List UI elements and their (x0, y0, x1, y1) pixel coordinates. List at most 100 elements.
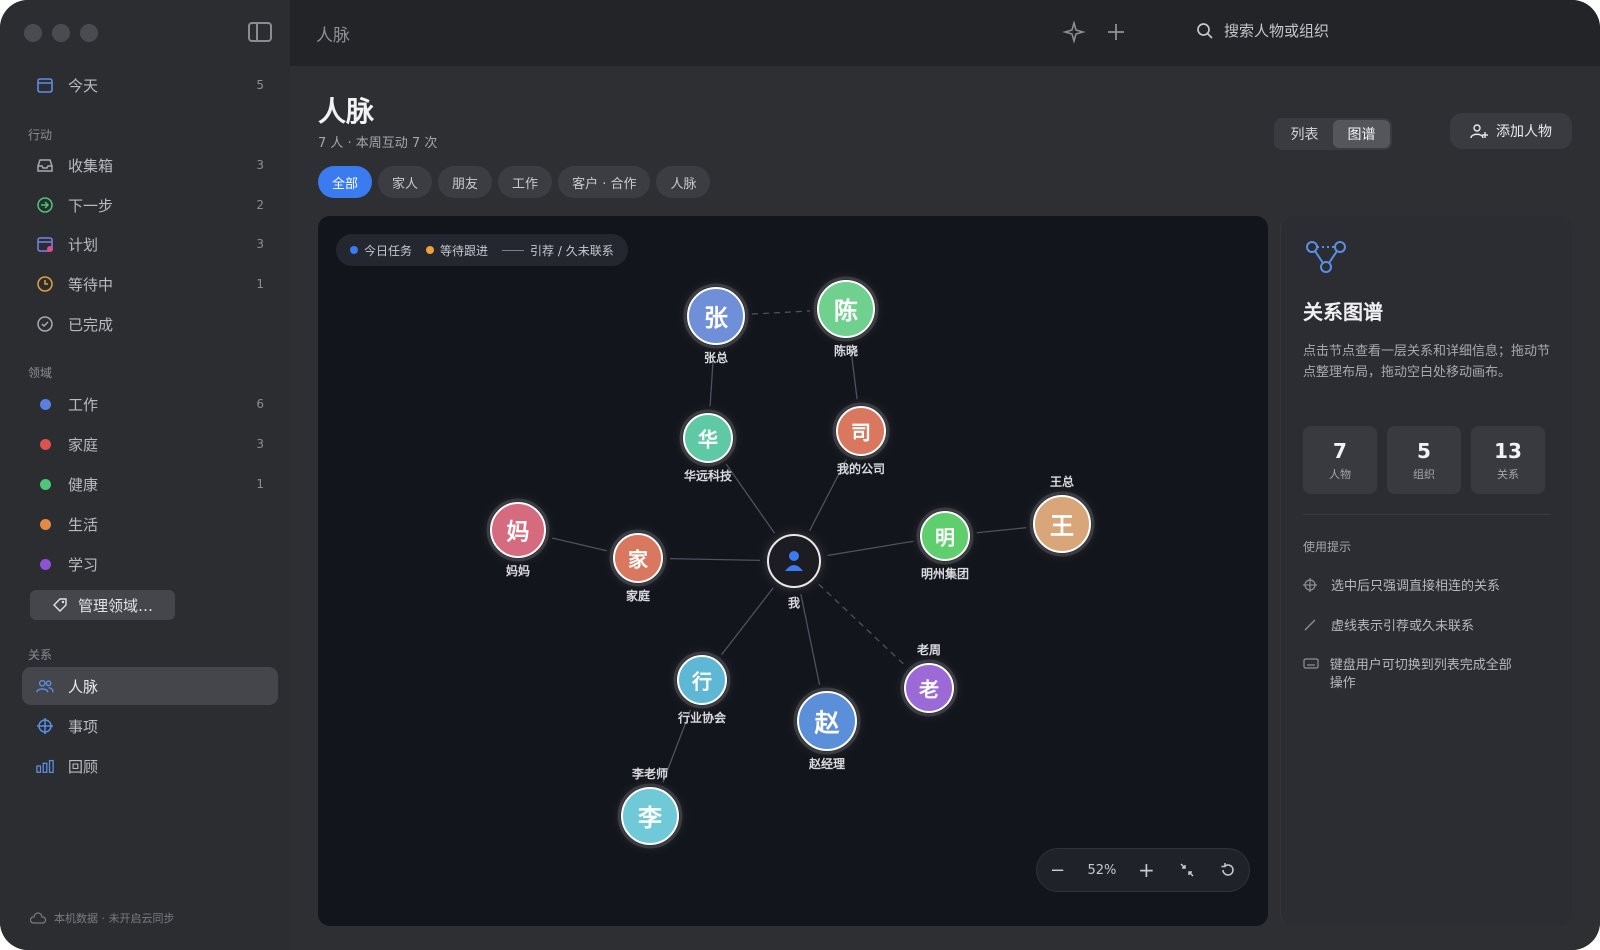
graph-node-lao[interactable]: 老老周 (900, 642, 958, 717)
graph-node-me[interactable]: 我 (767, 534, 821, 610)
graph-canvas[interactable]: 我张张总陈陈晓华华远科技司我的公司妈妈妈家家庭明明州集团王王总行行业协会赵赵经理… (318, 216, 1268, 926)
graph-node-avatar-text: 司 (851, 421, 871, 445)
sidebar-item-label: 已完成 (68, 315, 114, 334)
relation-edge (751, 310, 811, 315)
relation-edge (551, 537, 607, 552)
filter-clients[interactable]: 客户 · 合作 (558, 166, 651, 198)
section-heading-relations: 关系 (28, 648, 53, 662)
zoom-in-button[interactable]: + (1138, 858, 1155, 882)
filter-network[interactable]: 人脉 (656, 166, 711, 198)
toolbar: 人脉 搜索人物或组织 (290, 0, 1600, 66)
sidebar-item-work[interactable]: 工作 6 (22, 385, 278, 423)
filter-friends[interactable]: 朋友 (438, 166, 493, 198)
manage-domains-button[interactable]: 管理领域… (30, 590, 175, 620)
graph-node-zhang[interactable]: 张张总 (683, 283, 749, 365)
sidebar-item-done[interactable]: 已完成 (22, 305, 278, 343)
sidebar-item-inbox[interactable]: 收集箱 3 (22, 146, 278, 184)
graph-node-label: 明州集团 (921, 566, 969, 581)
clock-icon (36, 275, 54, 293)
plus-icon[interactable] (1104, 20, 1128, 44)
graph-node-label: 李老师 (631, 766, 668, 781)
sidebar-item-label: 下一步 (68, 196, 114, 215)
graph-node-ma[interactable]: 妈妈妈 (486, 498, 550, 578)
sidebar-item-next[interactable]: 下一步 2 (22, 186, 278, 224)
stat-label: 关系 (1497, 467, 1519, 481)
sidebar-toggle-icon[interactable] (248, 22, 272, 42)
stat-number: 7 (1333, 438, 1347, 463)
tip-item: 虚线表示引荐或久未联系 (1303, 618, 1474, 638)
tip-item: 选中后只强调直接相连的关系 (1303, 578, 1500, 598)
window-zoom-button[interactable] (80, 24, 98, 42)
relation-edge (827, 540, 914, 557)
sidebar-item-contacts[interactable]: 人脉 (22, 667, 278, 705)
filter-family[interactable]: 家人 (378, 166, 433, 198)
sidebar-item-count: 6 (256, 397, 264, 411)
graph-node-avatar-text: 妈 (507, 520, 530, 546)
view-list-button[interactable]: 列表 (1290, 127, 1319, 143)
window-close-button[interactable] (24, 24, 42, 42)
sparkle-icon[interactable] (1062, 20, 1086, 44)
graph-node-jia[interactable]: 家家庭 (609, 529, 667, 603)
sidebar-item-count: 3 (256, 237, 264, 251)
relation-edge (709, 351, 715, 407)
graph-node-wang[interactable]: 王王总 (1029, 474, 1095, 557)
graph-node-label: 华远科技 (684, 468, 733, 483)
sidebar-item-today[interactable]: 今天 5 (22, 66, 278, 104)
graph-node-chen[interactable]: 陈陈晓 (813, 276, 879, 358)
window-minimize-button[interactable] (52, 24, 70, 42)
search-icon (1196, 22, 1214, 40)
graph-node-avatar-text: 华 (698, 428, 718, 452)
sidebar-item-label: 工作 (68, 395, 99, 414)
sidebar-item-review[interactable]: 回顾 (22, 747, 278, 785)
stat-label: 组织 (1413, 467, 1435, 481)
search-field[interactable]: 搜索人物或组织 (1196, 20, 1329, 41)
sidebar-item-label: 人脉 (68, 677, 99, 696)
inbox-icon (36, 156, 54, 174)
domain-dot-icon (39, 518, 51, 530)
view-graph-button[interactable]: 图谱 (1333, 120, 1390, 148)
reset-icon[interactable] (1217, 862, 1239, 878)
add-person-button[interactable]: 添加人物 (1450, 113, 1572, 149)
relation-edge (808, 459, 847, 532)
tag-icon (52, 597, 68, 613)
relationship-graph[interactable]: 我张张总陈陈晓华华远科技司我的公司妈妈妈家家庭明明州集团王王总行行业协会赵赵经理… (318, 216, 1268, 926)
sidebar-item-life[interactable]: 生活 (22, 505, 278, 543)
graph-node-label: 王总 (1050, 474, 1074, 489)
graph-node-avatar-text: 行 (691, 670, 712, 694)
sidebar-item-study[interactable]: 学习 (22, 545, 278, 583)
legend-item-line: 引荐 / 久未联系 (502, 242, 614, 259)
collapse-icon[interactable] (1176, 862, 1198, 878)
relation-edge (976, 527, 1027, 534)
sidebar-item-matters[interactable]: 事项 (22, 707, 278, 745)
legend-item-pending: 等待跟进 (426, 242, 488, 259)
sidebar-item-count: 1 (256, 477, 264, 491)
sidebar-item-plan[interactable]: 计划 3 (22, 225, 278, 263)
graph-node-avatar-text: 明 (935, 526, 955, 550)
graph-node-label: 我的公司 (837, 461, 885, 476)
graph-node-avatar-text: 李 (638, 804, 662, 832)
graph-node-avatar-text: 张 (704, 304, 729, 332)
calendar-plan-icon (36, 235, 54, 253)
sidebar-item-health[interactable]: 健康 1 (22, 465, 278, 503)
add-person-label: 添加人物 (1496, 124, 1552, 140)
bar-chart-icon (36, 757, 54, 775)
sidebar-item-label: 生活 (68, 515, 99, 534)
graph-node-label: 陈晓 (834, 343, 858, 358)
sidebar-item-family[interactable]: 家庭 3 (22, 425, 278, 463)
sync-status: 本机数据 · 未开启云同步 (30, 910, 175, 926)
filter-all[interactable]: 全部 (318, 166, 373, 198)
filter-work[interactable]: 工作 (498, 166, 553, 198)
graph-node-label: 家庭 (626, 588, 650, 603)
tip-item: 键盘用户可切换到列表完成全部操作 (1303, 657, 1523, 693)
zoom-out-button[interactable]: − (1049, 859, 1066, 881)
check-circle-icon (36, 315, 54, 333)
sidebar-item-waiting[interactable]: 等待中 1 (22, 265, 278, 303)
